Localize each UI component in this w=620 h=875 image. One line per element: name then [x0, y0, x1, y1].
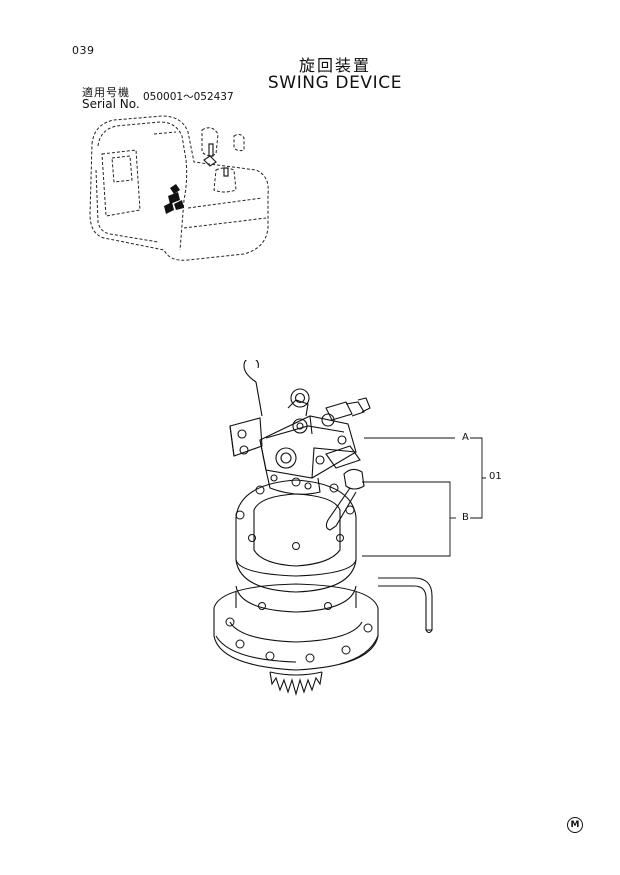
serial-label-japanese: 適用号機 [82, 86, 130, 99]
swing-motor-body [213, 479, 379, 671]
swing-motor-bolts [225, 477, 373, 663]
valve-block [229, 360, 371, 495]
excavator-location-drawing [89, 115, 269, 261]
callout-leader-b [362, 478, 483, 557]
drain-hose [378, 577, 433, 634]
serial-range: 050001～052437 [143, 91, 234, 103]
output-pinion-gear [269, 671, 323, 697]
callout-item-number: 01 [489, 471, 502, 482]
callout-a: A [462, 432, 469, 443]
catalog-mark: M [567, 817, 583, 833]
callout-b: B [462, 512, 469, 523]
page-number: 039 [72, 44, 95, 57]
swing-device-drawing [213, 360, 486, 697]
relief-valve-cap [325, 468, 365, 531]
callout-leader-a [364, 437, 486, 479]
serial-label: Serial No. [82, 97, 140, 111]
page-title-japanese: 旋回装置 [298, 56, 371, 75]
page-title: SWING DEVICE [267, 73, 403, 93]
